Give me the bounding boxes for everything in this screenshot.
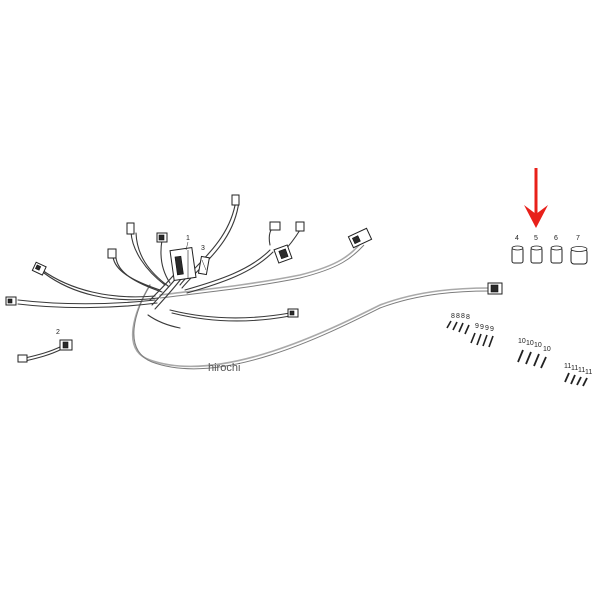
part-2-sub-harness <box>17 339 73 363</box>
part-6-cap <box>550 245 563 264</box>
label-3: 3 <box>201 245 205 252</box>
connector-far-left <box>5 296 17 306</box>
label-2: 2 <box>56 329 60 336</box>
label-8b: 8 <box>456 313 460 320</box>
label-10b: 10 <box>526 340 534 347</box>
label-8a: 8 <box>451 313 455 320</box>
label-7: 7 <box>576 235 580 242</box>
bullet-connector-pair <box>126 222 168 243</box>
label-10a: 10 <box>518 338 526 345</box>
label-11b: 11 <box>571 365 578 372</box>
label-11d: 11 <box>585 369 592 376</box>
label-1: 1 <box>186 235 190 242</box>
part-5-cap <box>530 245 543 264</box>
connector-grey-end <box>487 282 503 295</box>
harness-wires <box>17 199 291 329</box>
watermark-text: hirochi <box>208 362 240 374</box>
label-5: 5 <box>534 235 538 242</box>
label-11c: 11 <box>578 367 585 374</box>
label-9b: 9 <box>480 324 484 331</box>
label-11a: 11 <box>564 363 571 370</box>
label-6: 6 <box>554 235 558 242</box>
part-4-cap <box>511 245 524 264</box>
part-7-cap <box>570 246 588 265</box>
connector-top <box>231 194 240 206</box>
connector-left-upper <box>31 261 47 276</box>
multi-pin-coupler <box>347 227 373 249</box>
label-8d: 8 <box>466 314 470 321</box>
part-1-control-unit <box>169 247 197 281</box>
label-10c: 10 <box>534 342 542 349</box>
red-arrow-icon <box>524 168 548 228</box>
relay-connector-group <box>268 221 305 264</box>
label-9c: 9 <box>485 325 489 332</box>
part-8-terminals: 8 8 8 8 <box>446 313 470 335</box>
part-3-label-tag <box>197 255 210 276</box>
label-9a: 9 <box>475 323 479 330</box>
part-11-terminals: 11 11 11 11 <box>564 363 592 387</box>
label-10d: 10 <box>543 346 551 353</box>
connector-small-tab <box>287 308 299 318</box>
part-9-terminals: 9 9 9 9 <box>470 323 494 348</box>
label-4: 4 <box>515 235 519 242</box>
label-9d: 9 <box>490 326 494 333</box>
label-8c: 8 <box>461 313 465 320</box>
connector-small <box>107 248 117 259</box>
part-10-terminals: 10 10 10 10 <box>517 338 551 369</box>
